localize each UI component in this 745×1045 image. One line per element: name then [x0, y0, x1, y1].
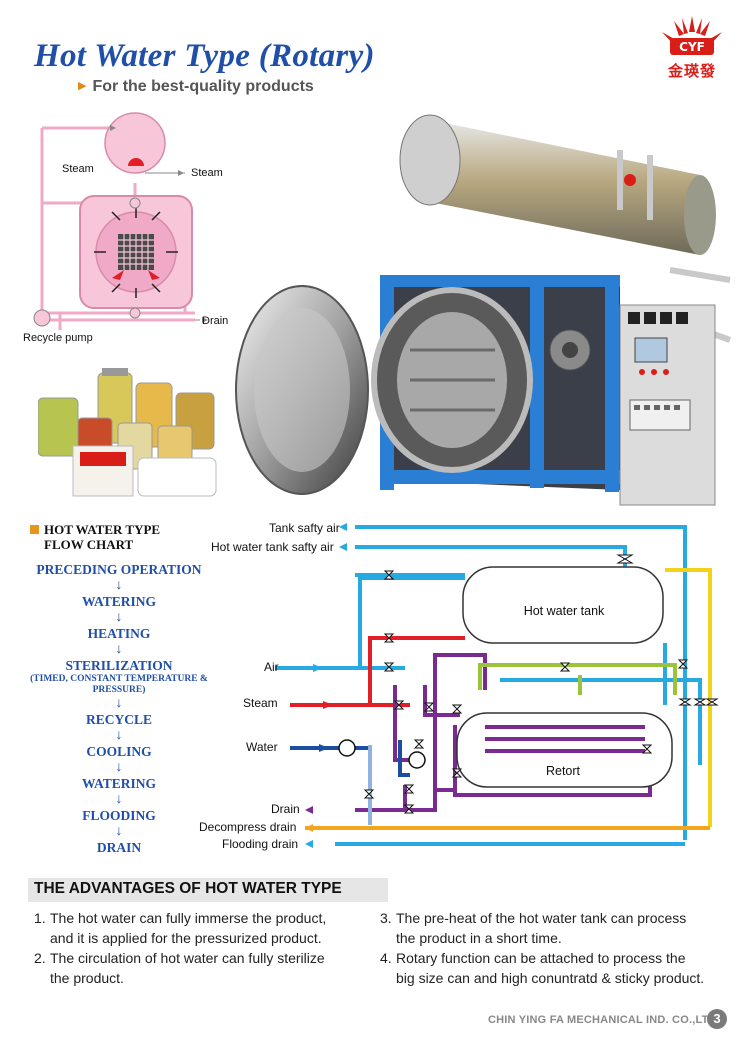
flowchart-step: FLOODING [82, 808, 156, 823]
retort-machine-photo [230, 80, 735, 520]
advantage-line: Rotary function can be attached to proce… [396, 950, 686, 966]
schematic-steam-right-label: Steam [191, 167, 223, 179]
down-arrow-icon: ↓ [115, 610, 123, 625]
advantage-line: the product. [50, 970, 124, 986]
page-title: Hot Water Type (Rotary) [34, 38, 375, 74]
advantage-line: the product in a short time. [396, 930, 562, 946]
advantage-number: 4. [380, 950, 392, 966]
schematic-drain-label: Drain [202, 315, 229, 327]
advantage-line: and it is applied for the pressurized pr… [50, 930, 322, 946]
schematic-steam-left-label: Steam [62, 163, 94, 175]
flowchart-step: STERILIZATION [65, 658, 173, 673]
advantages-column-right: 3. The pre-heat of the hot water tank ca… [380, 908, 730, 988]
hot-water-tank-safety-air-label: Hot water tank safty air [211, 540, 334, 554]
flowchart-step: HEATING [87, 626, 151, 641]
tank-icon [104, 112, 166, 174]
flowchart-step: RECYCLE [85, 712, 152, 727]
page-subtitle: ▶ For the best-quality products [78, 78, 314, 96]
schematic-recycle-pump-label: Recycle pump [23, 332, 93, 344]
flowchart-step: WATERING [81, 776, 156, 791]
flooding-drain-label: Flooding drain [222, 837, 299, 851]
piping-diagram: Hot water tank Retort [195, 515, 735, 860]
retort-machine-illustration [235, 114, 732, 506]
orange-square-bullet-icon [30, 525, 39, 534]
advantage-item: 1. The hot water can fully immerse the p… [34, 908, 364, 948]
advantage-number: 2. [34, 950, 46, 966]
triangle-bullet-icon: ▶ [78, 80, 87, 92]
flowchart-steps: PRECEDING OPERATION↓WATERING↓HEATING↓STE… [28, 562, 210, 856]
flowchart-heading-line2: FLOW CHART [44, 537, 134, 552]
down-arrow-icon: ↓ [115, 824, 123, 839]
logo-chinese-text: 金瑛發 [667, 62, 716, 80]
flowchart-step: COOLING [86, 744, 152, 759]
advantages-column-left: 1. The hot water can fully immerse the p… [34, 908, 364, 988]
retort-label: Retort [546, 764, 581, 778]
flowchart-step: WATERING [81, 594, 156, 609]
flowchart-heading: HOT WATER TYPE FLOW CHART [30, 522, 160, 552]
down-arrow-icon: ↓ [115, 792, 123, 807]
canned-products-illustration [37, 368, 217, 497]
decompress-drain-label: Decompress drain [199, 820, 297, 834]
advantage-line: The hot water can fully immerse the prod… [50, 910, 327, 926]
advantage-item: 3. The pre-heat of the hot water tank ca… [380, 908, 730, 948]
hot-water-tank-shape [462, 566, 664, 644]
products-photo [37, 368, 218, 498]
flowchart-heading-line1: HOT WATER TYPE [44, 522, 161, 537]
flowchart-step: DRAIN [96, 840, 142, 855]
down-arrow-icon: ↓ [115, 760, 123, 775]
company-logo: CYF 金瑛發 [654, 12, 730, 80]
piping-flow-diagram: Hot water tank Retort [275, 523, 719, 848]
advantage-line: big size can and high conuntratd & stick… [396, 970, 705, 986]
flowchart-step: PRECEDING OPERATION [36, 562, 202, 577]
down-arrow-icon: ↓ [115, 578, 123, 593]
subtitle-text: For the best-quality products [92, 78, 314, 95]
advantage-line: The circulation of hot water can fully s… [50, 950, 325, 966]
schematic-diagram [33, 112, 208, 330]
steam-label: Steam [243, 696, 278, 710]
down-arrow-icon: ↓ [115, 642, 123, 657]
advantage-item: 4. Rotary function can be attached to pr… [380, 948, 730, 988]
retort-schematic: Steam Steam Drain Recycle pump [20, 108, 240, 348]
advantage-item: 2. The circulation of hot water can full… [34, 948, 364, 988]
down-arrow-icon: ↓ [115, 728, 123, 743]
hot-water-tank-label: Hot water tank [524, 604, 605, 618]
drain-label: Drain [271, 802, 300, 816]
logo-badge-text: CYF [679, 40, 705, 54]
water-pump-icon [338, 739, 356, 757]
recycle-pump-icon [408, 751, 426, 769]
air-label: Air [264, 660, 279, 674]
advantage-number: 3. [380, 910, 392, 926]
down-arrow-icon: ↓ [115, 696, 123, 711]
footer-company: CHIN YING FA MECHANICAL IND. CO.,LTD [488, 1014, 717, 1026]
tank-safety-air-label: Tank safty air [269, 521, 340, 535]
recycle-pump-icon [33, 309, 51, 327]
water-label: Water [246, 740, 278, 754]
page-number: 3 [707, 1009, 727, 1029]
advantage-line: The pre-heat of the hot water tank can p… [396, 910, 687, 926]
sunburst-logo-icon: CYF [662, 16, 722, 55]
advantages-title: THE ADVANTAGES OF HOT WATER TYPE [34, 880, 342, 897]
flowchart-step-sub: (TIMED, CONSTANT TEMPERATURE & PRESSURE) [30, 674, 208, 695]
advantage-number: 1. [34, 910, 46, 926]
advantages-title-bar [28, 878, 388, 902]
